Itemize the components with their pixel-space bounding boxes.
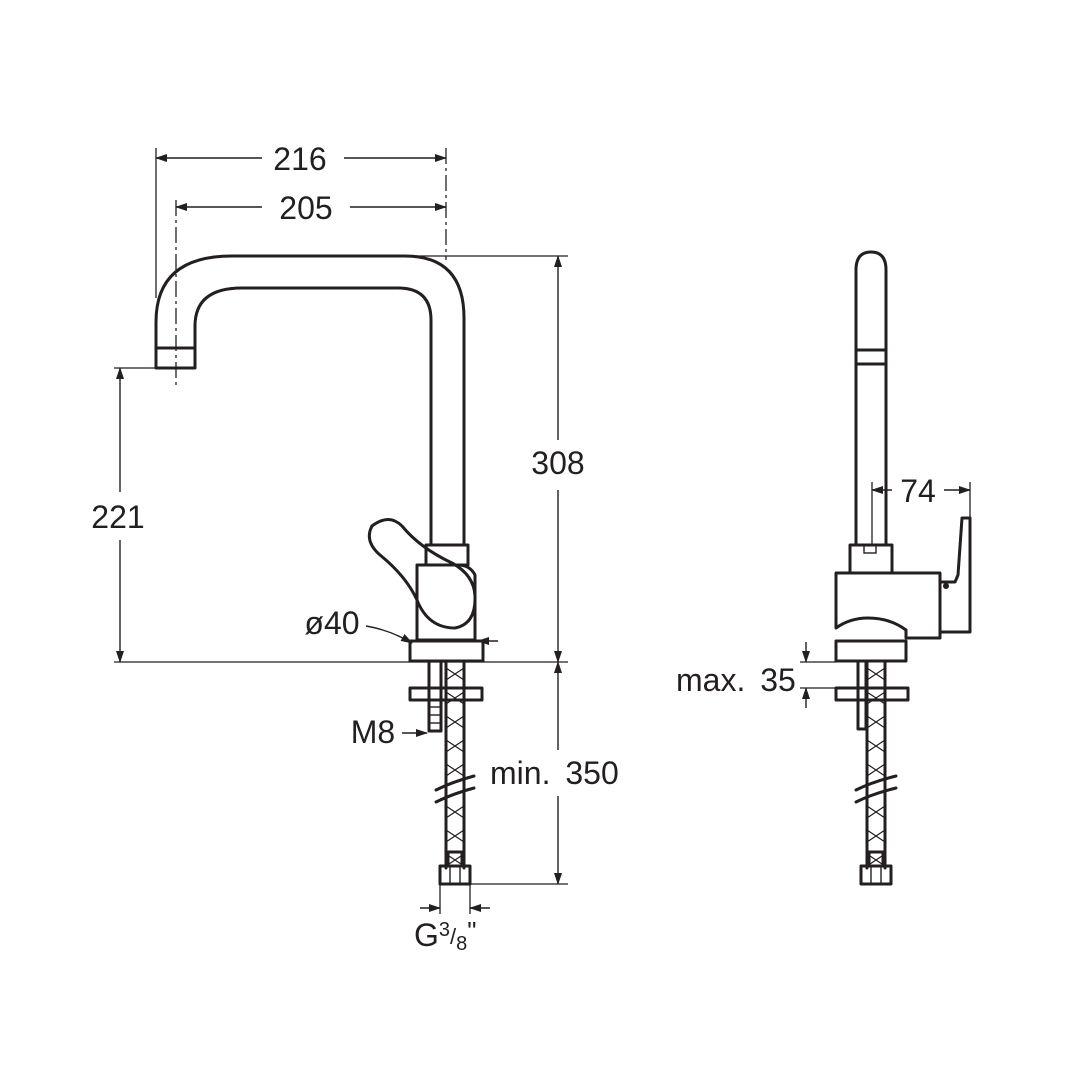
min-value: 350: [565, 755, 618, 791]
max-label: max.: [676, 662, 745, 698]
front-view: 216 205 308 221 ø40 M8 min. 350 G3/8": [91, 141, 618, 955]
dimension-74: 74: [900, 473, 936, 509]
leader-diameter-40: [365, 625, 413, 644]
side-collar-mark: [863, 544, 877, 554]
side-spout: [854, 250, 888, 547]
braided-hose: [434, 659, 476, 870]
side-handle-screw: [943, 583, 949, 589]
side-handle: [938, 516, 972, 634]
mixer-body: [415, 563, 477, 642]
side-collar: [848, 543, 894, 575]
side-hose-nut: [859, 850, 893, 886]
min-label: min.: [490, 755, 550, 791]
dimension-diameter-40: ø40: [304, 605, 359, 641]
dimension-216: 216: [273, 141, 326, 177]
side-base: [834, 639, 908, 663]
side-stud: [856, 659, 868, 731]
max-value: 35: [760, 662, 796, 698]
dimension-308: 308: [531, 445, 584, 481]
dimension-min-350: min. 350: [490, 755, 619, 791]
dimension-m8: M8: [351, 714, 395, 750]
side-washer: [834, 686, 910, 702]
dimension-g-thread: G3/8": [414, 916, 477, 955]
base-plate: [408, 639, 485, 663]
side-spout-ring: [854, 348, 888, 366]
lever-handle: [367, 518, 477, 630]
side-body: [834, 571, 942, 640]
dimension-max-35: max. 35: [676, 662, 796, 698]
hose-nut: [438, 850, 472, 886]
spout-inner-contour: [193, 286, 433, 547]
spout-outer-contour: [154, 254, 466, 547]
side-braided-hose: [854, 659, 898, 870]
dimension-221: 221: [91, 499, 144, 535]
dimension-205: 205: [279, 190, 332, 226]
side-view: 74 max. 35: [676, 250, 972, 886]
threaded-stud: [427, 659, 443, 733]
